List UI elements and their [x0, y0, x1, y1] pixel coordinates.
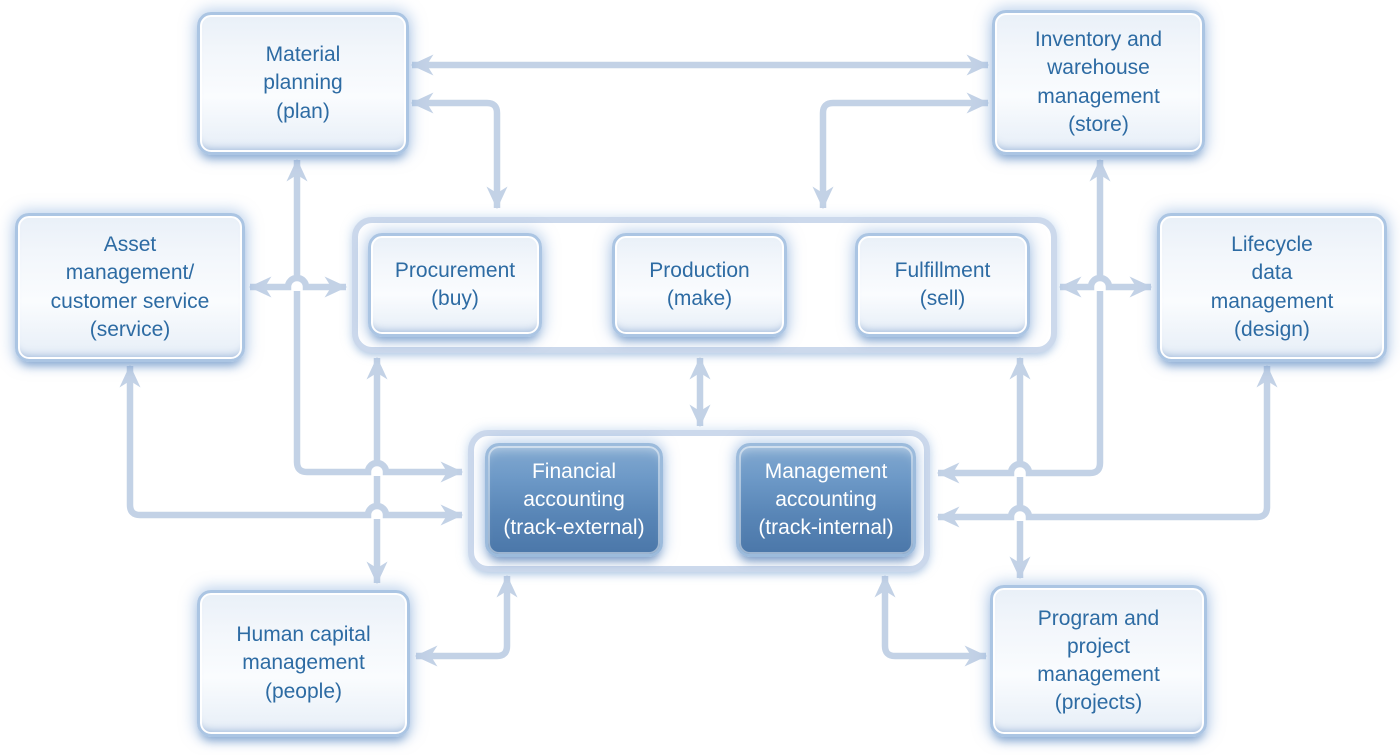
- node-human-capital: Human capital management (people): [197, 590, 410, 737]
- node-inventory-warehouse: Inventory and warehouse management (stor…: [992, 10, 1205, 155]
- node-management-accounting: Management accounting (track-internal): [736, 443, 916, 557]
- node-financial-accounting: Financial accounting (track-external): [485, 443, 663, 557]
- node-lifecycle-data: Lifecycle data management (design): [1157, 213, 1387, 362]
- connector-lifecycle-accounting: [936, 364, 1278, 528]
- node-production: Production (make): [612, 233, 787, 337]
- connector-material-planning-core: [410, 92, 508, 210]
- node-fulfillment: Fulfillment (sell): [855, 233, 1030, 337]
- node-material-planning: Material planning (plan): [197, 12, 409, 155]
- connector-core-lifecycle: [1058, 274, 1153, 298]
- connector-core-inventory: [812, 92, 990, 210]
- connector-accounting-program: [874, 574, 988, 667]
- node-program-project: Program and project management (projects…: [990, 585, 1207, 737]
- connector-asset-accounting: [119, 364, 464, 526]
- connector-asset-core: [248, 274, 348, 298]
- node-procurement: Procurement (buy): [368, 233, 542, 337]
- node-asset-management: Asset management/ customer service (serv…: [15, 213, 245, 362]
- connector-human-capital-accounting: [414, 574, 518, 667]
